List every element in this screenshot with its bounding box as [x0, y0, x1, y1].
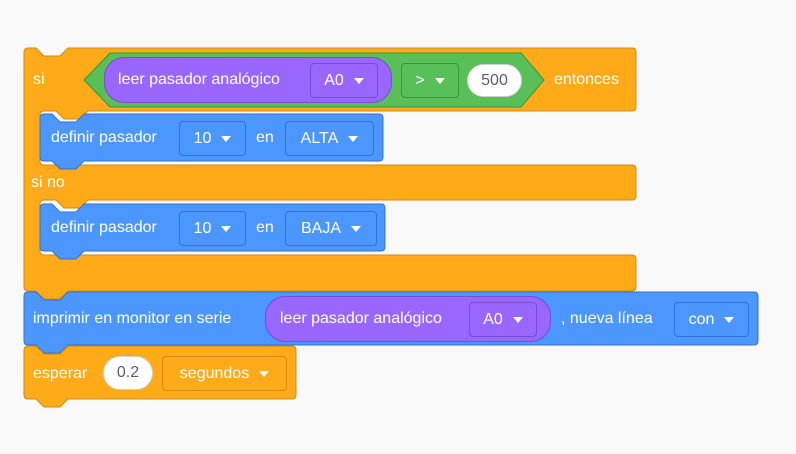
chevron-down-icon	[221, 135, 232, 142]
threshold-input[interactable]: 500	[467, 64, 522, 97]
chevron-down-icon	[353, 77, 364, 84]
newline-dropdown[interactable]: con	[674, 302, 749, 337]
then-label: entonces	[554, 71, 619, 88]
chevron-down-icon	[259, 370, 270, 377]
condition-pin-dropdown[interactable]: A0	[310, 63, 378, 98]
newline-label: , nueva línea	[561, 310, 653, 327]
set-pin-label: definir pasador	[51, 129, 157, 146]
then-pin-value: 10	[193, 129, 212, 147]
wait-value-input[interactable]: 0.2	[103, 356, 153, 390]
chevron-down-icon	[351, 225, 361, 232]
then-state-value: ALTA	[300, 129, 339, 147]
wait-unit-dropdown[interactable]: segundos	[162, 356, 287, 391]
condition-reporter-label: leer pasador analógico	[118, 71, 280, 88]
operator-dropdown[interactable]: >	[401, 63, 459, 98]
wait-label: esperar	[33, 365, 88, 382]
condition-pin-value: A0	[324, 71, 344, 89]
set-pin-label: definir pasador	[51, 219, 157, 236]
chevron-down-icon	[348, 135, 359, 142]
then-pin-dropdown[interactable]: 10	[179, 121, 246, 156]
chevron-down-icon	[724, 316, 735, 323]
operator-value: >	[415, 71, 425, 89]
then-state-dropdown[interactable]: ALTA	[285, 121, 374, 156]
print-pin-dropdown[interactable]: A0	[469, 302, 537, 337]
chevron-down-icon	[221, 225, 232, 232]
newline-value: con	[688, 310, 715, 328]
if-label: si	[33, 71, 45, 88]
else-pin-value: 10	[193, 219, 212, 237]
print-pin-value: A0	[483, 310, 503, 328]
print-reporter-label: leer pasador analógico	[280, 310, 442, 327]
else-pin-dropdown[interactable]: 10	[179, 211, 246, 246]
else-mid-label: en	[256, 219, 274, 236]
else-state-value: BAJA	[300, 219, 341, 237]
if-else-block-shape	[23, 47, 637, 300]
else-label: si no	[31, 174, 65, 191]
chevron-down-icon	[434, 77, 445, 84]
chevron-down-icon	[512, 316, 523, 323]
then-mid-label: en	[256, 129, 274, 146]
wait-unit-value: segundos	[179, 364, 250, 382]
else-state-dropdown[interactable]: BAJA	[285, 211, 377, 246]
print-label: imprimir en monitor en serie	[33, 310, 232, 327]
